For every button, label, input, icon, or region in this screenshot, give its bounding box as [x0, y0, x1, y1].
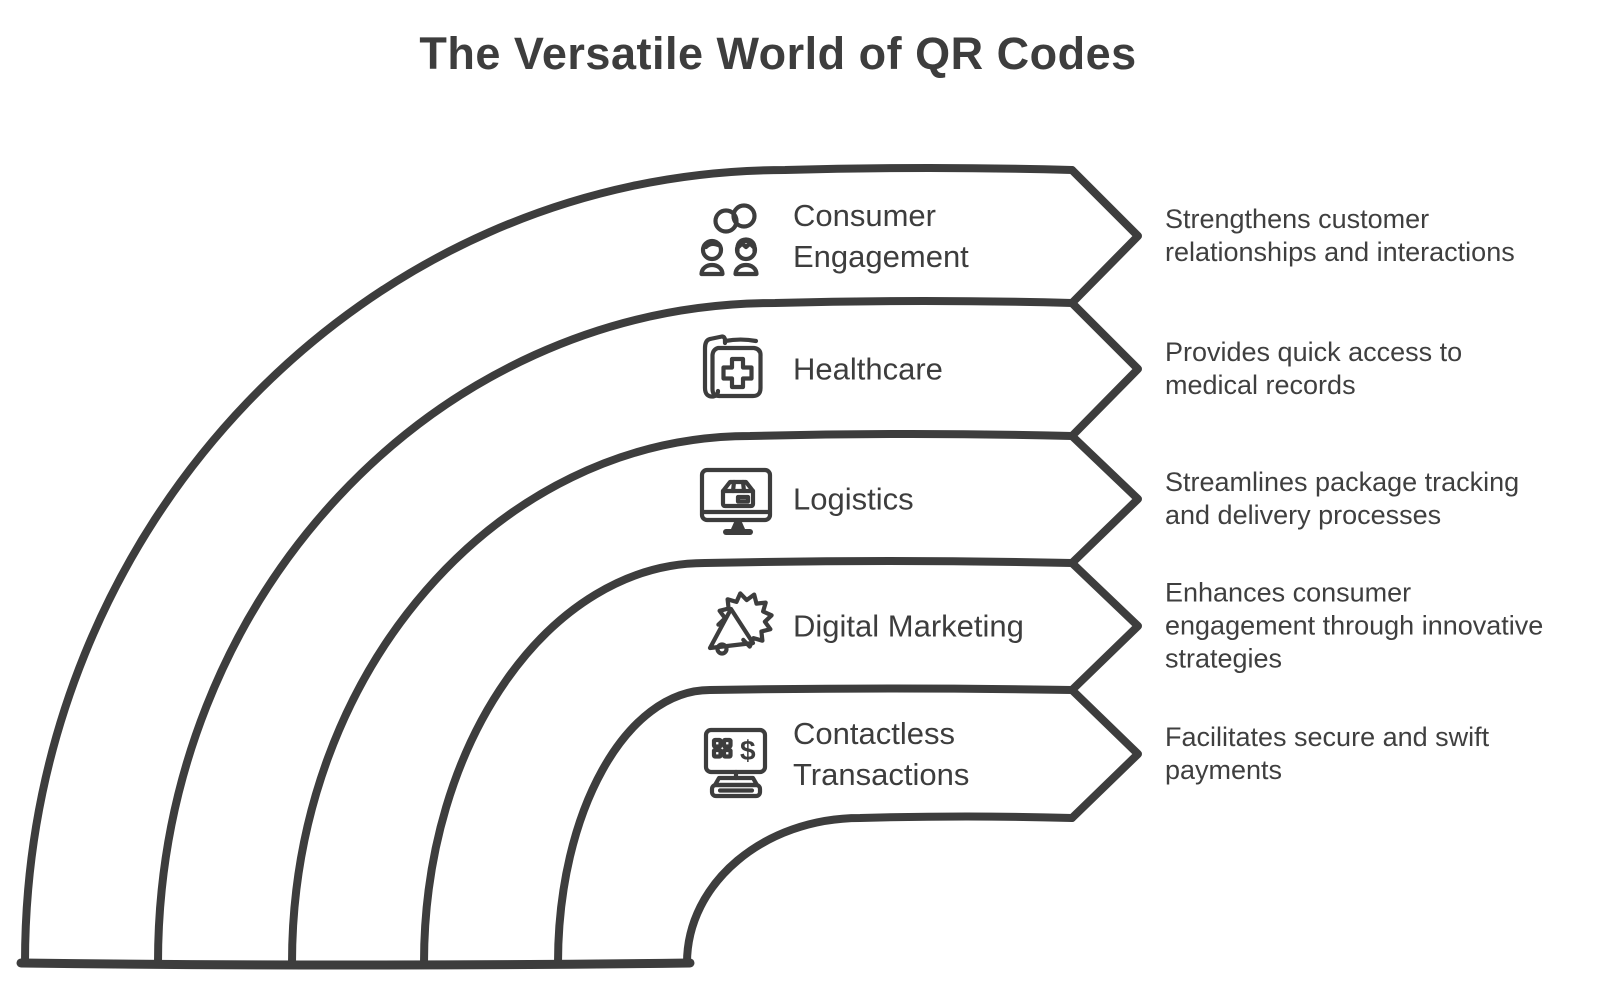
band-label-healthcare: Healthcare [793, 351, 943, 387]
chevron-zigzag [1068, 166, 1142, 822]
page-title: The Versatile World of QR Codes [419, 28, 1137, 79]
consumer-engagement-icon [692, 198, 772, 278]
band-label-logistics: Logistics [793, 481, 914, 517]
band-desc-contactless-transactions: Facilitates secure and swift payments [1165, 722, 1490, 785]
band-arc-3 [288, 430, 1076, 967]
pos-terminal-icon: $ [700, 722, 780, 802]
band-arc-4 [420, 557, 1076, 967]
band-desc-digital-marketing: Enhances consumer engagement through inn… [1165, 577, 1544, 674]
band-desc-logistics: Streamlines package tracking and deliver… [1165, 467, 1520, 530]
baseline [16, 958, 695, 970]
band-label-contactless-transactions: Contactless Transactions [793, 716, 970, 792]
medical-folder-icon [686, 326, 766, 406]
band-arc-1 [21, 164, 1076, 967]
svg-text:$: $ [740, 735, 756, 766]
band-label-consumer-engagement: Consumer Engagement [793, 198, 969, 274]
band-arc-2 [154, 297, 1076, 967]
package-monitor-icon [698, 458, 778, 538]
band-label-digital-marketing: Digital Marketing [793, 608, 1024, 644]
band-arc-6 [683, 812, 1076, 967]
megaphone-badge-icon [700, 586, 780, 666]
band-desc-consumer-engagement: Strengthens customer relationships and i… [1165, 204, 1515, 267]
band-desc-healthcare: Provides quick access to medical records [1165, 337, 1463, 400]
band-arc-5 [554, 684, 1076, 967]
